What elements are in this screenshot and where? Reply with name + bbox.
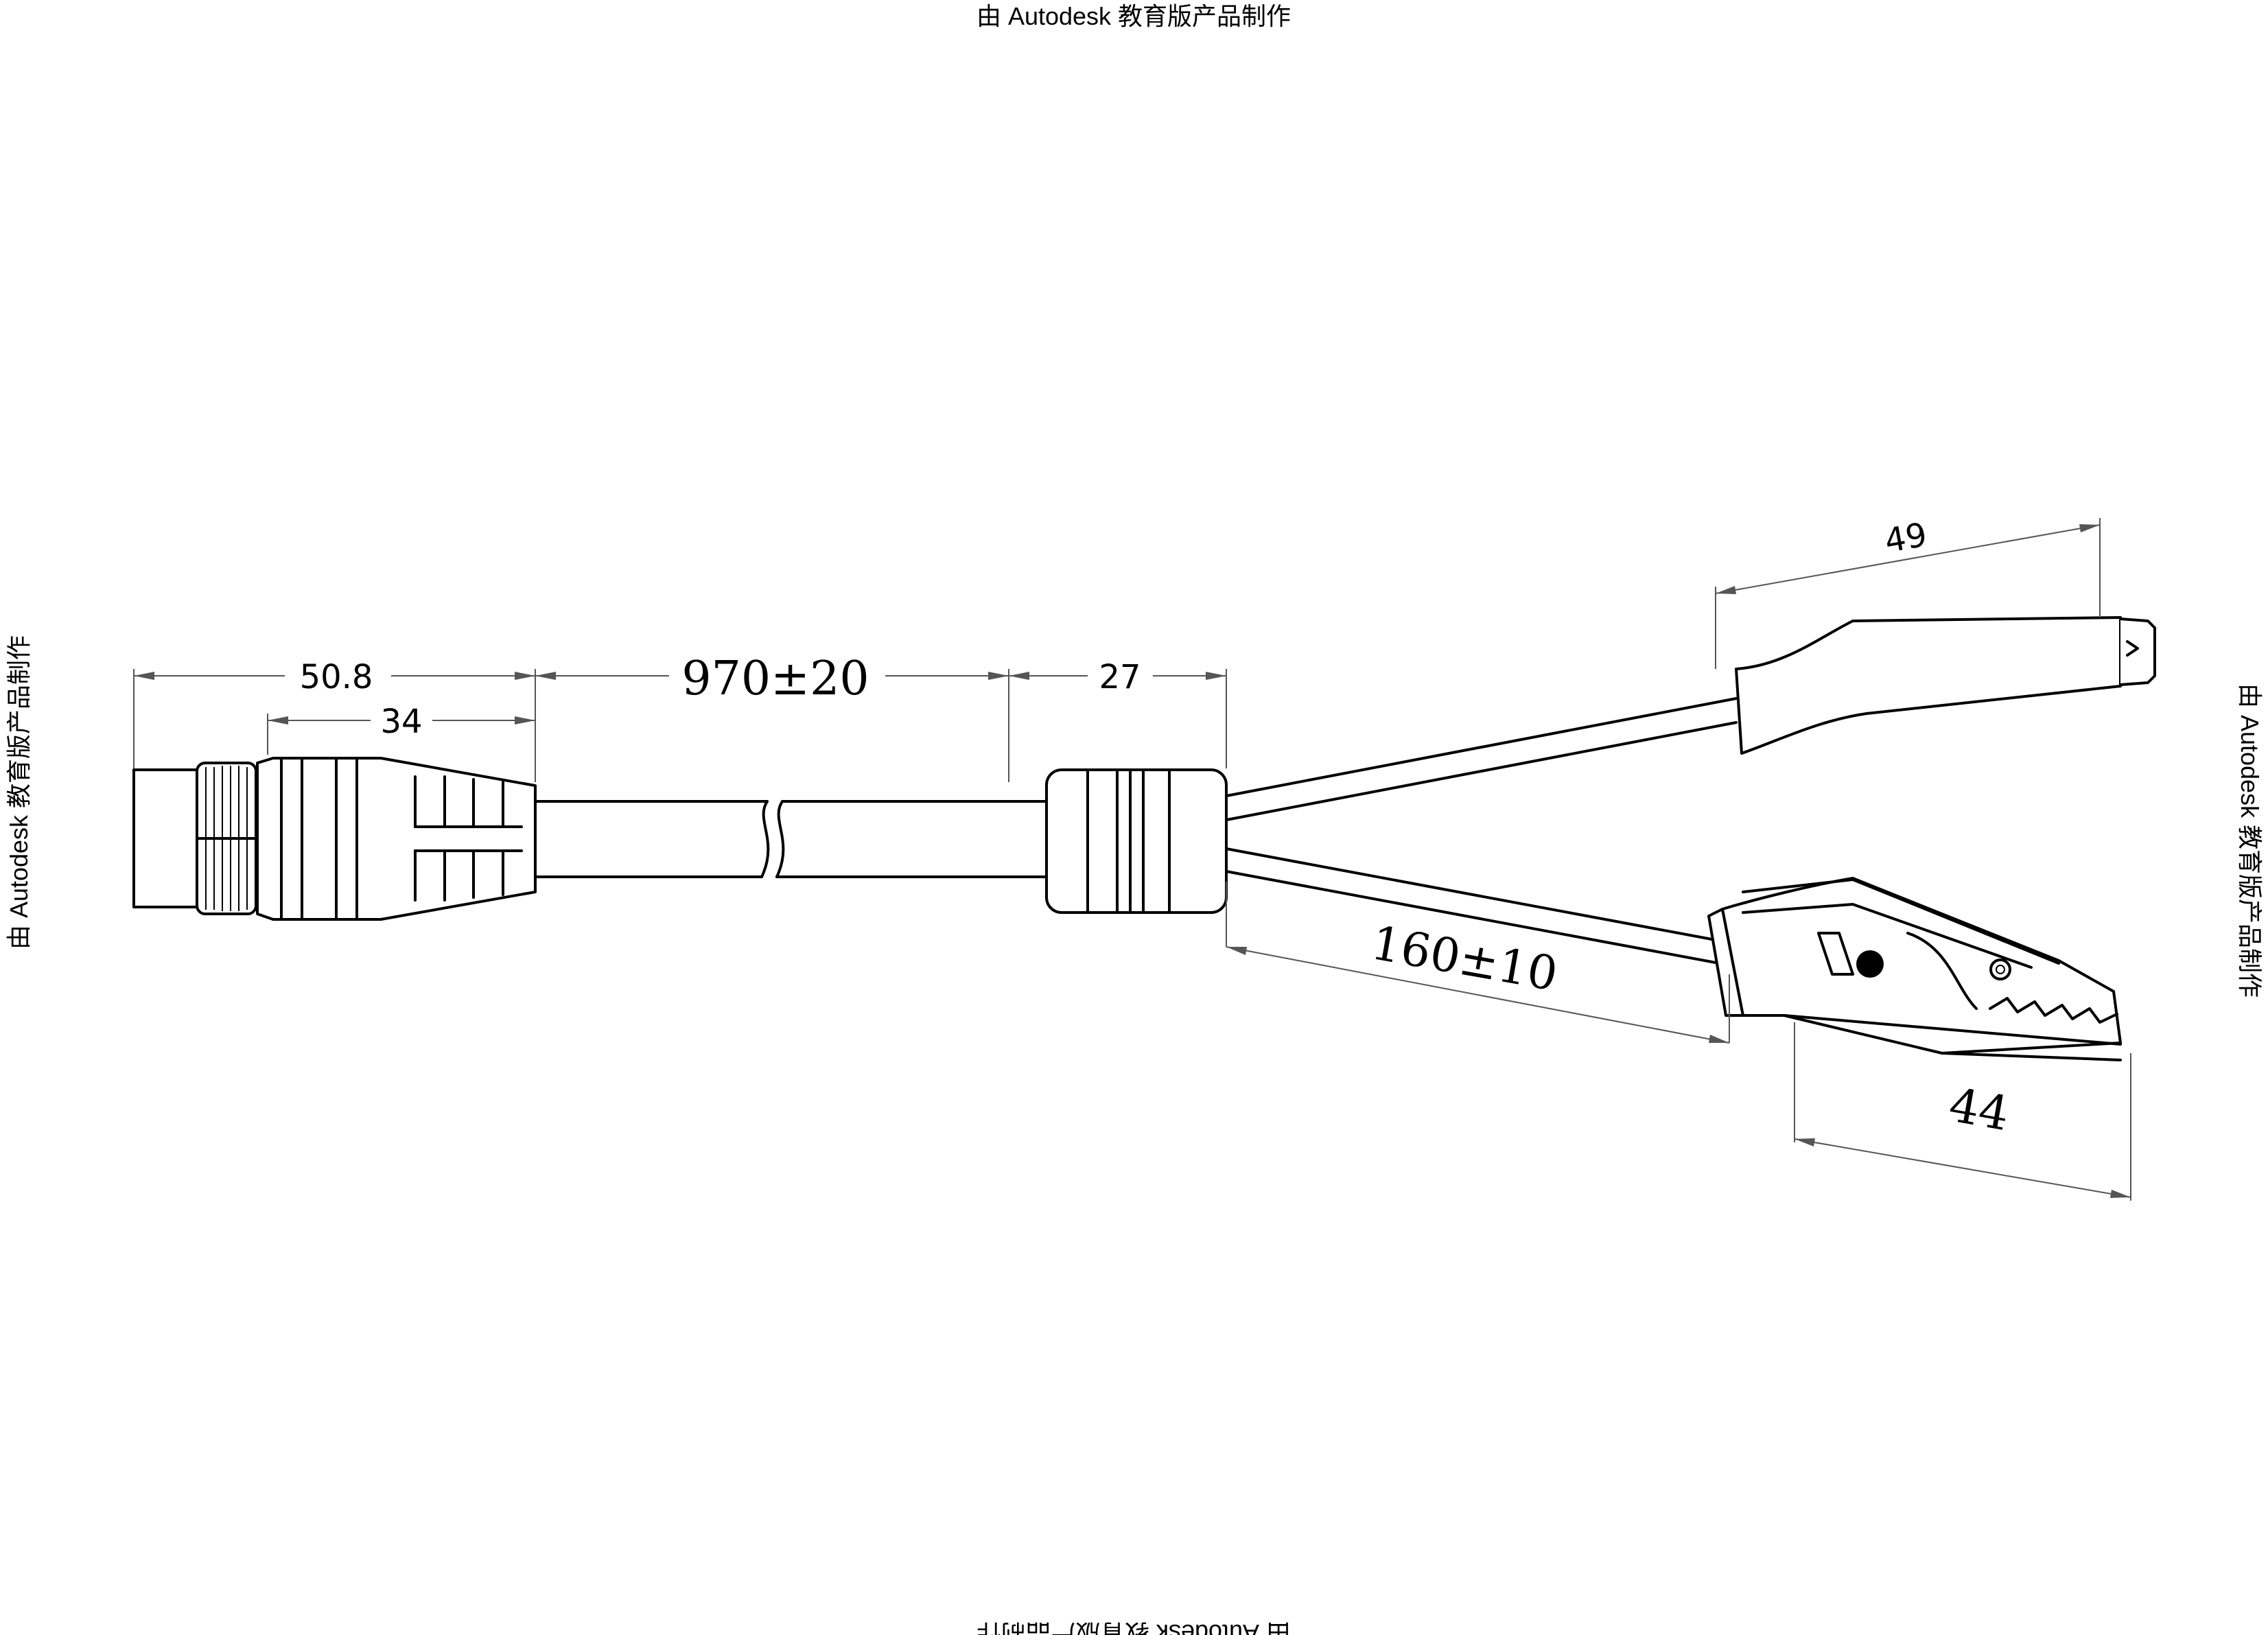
main-cable bbox=[534, 800, 1048, 878]
dimension-splitter: 27 bbox=[1009, 658, 1227, 768]
dimension-bnc-total: 50.8 bbox=[133, 658, 536, 782]
dimension-splitter-label: 27 bbox=[1099, 658, 1141, 696]
dimension-top-clip-label: 49 bbox=[1882, 515, 1930, 561]
dimension-cable: 970±20 bbox=[535, 652, 1009, 782]
dimension-branch: 160±10 bbox=[1226, 882, 1730, 1044]
watermark-right: 由 Autodesk 教育版产品制作 bbox=[2236, 683, 2264, 998]
top-alligator-clip bbox=[1735, 616, 2156, 755]
dimension-cable-label: 970±20 bbox=[681, 652, 869, 706]
splitter-body bbox=[1045, 768, 1228, 914]
bnc-connector bbox=[132, 757, 537, 921]
dimension-bnc-total-label: 50.8 bbox=[300, 658, 373, 696]
dimension-bottom-clip-label: 44 bbox=[1945, 1078, 2013, 1142]
bottom-alligator-clip bbox=[1707, 877, 2122, 1061]
dimension-bottom-clip: 44 bbox=[1794, 1022, 2131, 1201]
watermark-top: 由 Autodesk 教育版产品制作 bbox=[977, 2, 1291, 30]
branch-cables bbox=[1225, 697, 1738, 964]
dimension-bnc-boot-label: 34 bbox=[380, 703, 422, 741]
watermark-left: 由 Autodesk 教育版产品制作 bbox=[5, 635, 33, 950]
dimension-top-clip: 49 bbox=[1715, 515, 2101, 669]
dimension-bnc-boot: 34 bbox=[267, 703, 535, 755]
watermark-bottom: 由 Autodesk 教育版产品制作 bbox=[977, 1619, 1291, 1635]
